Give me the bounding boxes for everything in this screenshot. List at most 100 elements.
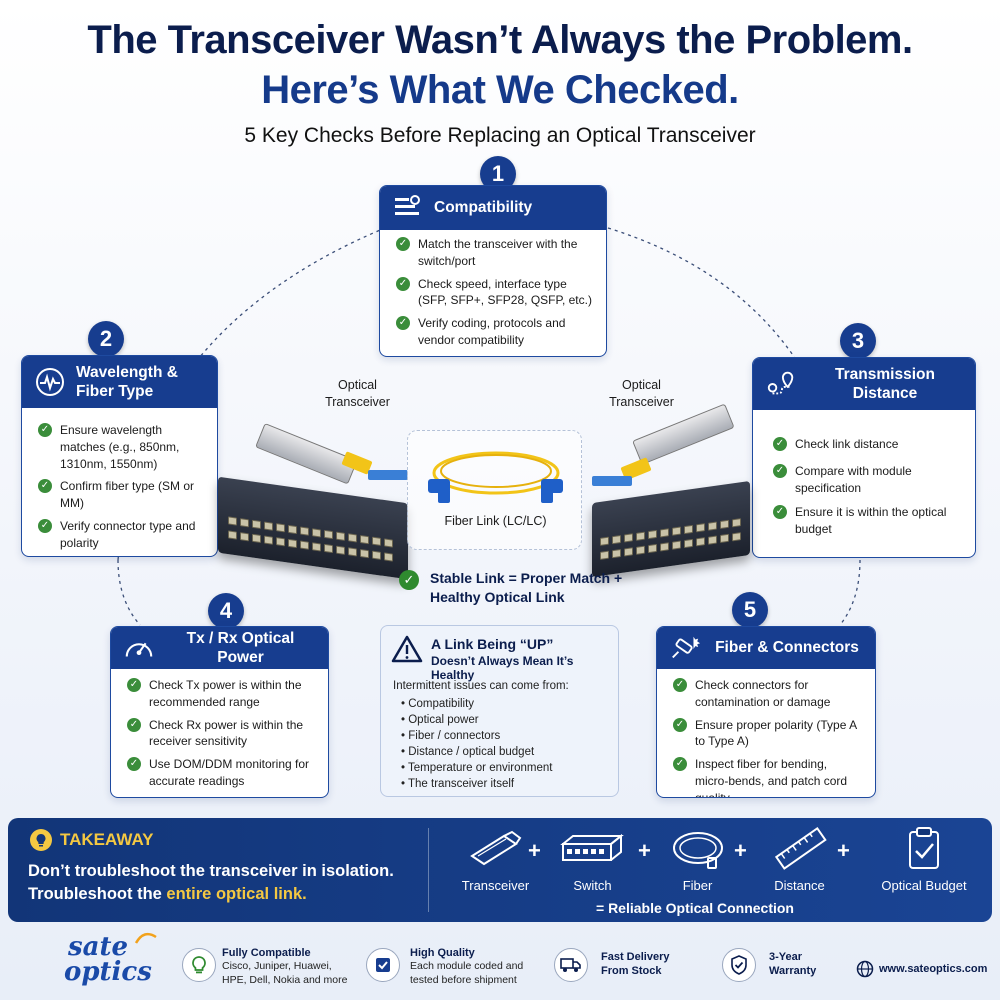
check-number-badge: 4 [208, 593, 244, 629]
card-title: Wavelength & Fiber Type [76, 363, 178, 400]
stable-link-text: Stable Link = Proper Match + Healthy Opt… [430, 570, 623, 605]
fiber-link-label: Fiber Link (LC/LC) [444, 514, 547, 528]
flow-step: Distance [752, 826, 847, 894]
warning-subtitle: Doesn’t Always Mean It’s Healthy [431, 654, 574, 682]
check-card-distance: Transmission Distance ✓Check link distan… [752, 357, 976, 558]
card-header: Transmission Distance [753, 358, 975, 410]
card-title: Fiber & Connectors [715, 639, 859, 657]
clipboard-check-icon [909, 827, 939, 869]
checkmark-icon: ✓ [773, 505, 787, 520]
list-item: • The transceiver itself [401, 778, 515, 791]
card-header: Wavelength & Fiber Type [22, 356, 217, 408]
transceiver-icon [470, 830, 522, 866]
switch-icon [560, 833, 624, 861]
list-item: • Distance / optical budget [401, 746, 535, 759]
right-switch-illustration [592, 403, 752, 578]
feature-delivery: Fast Delivery From Stock [601, 951, 670, 978]
plus-sign: + [528, 838, 541, 863]
list-item: • Optical power [401, 714, 479, 727]
list-item: • Fiber / connectors [401, 730, 501, 743]
truck-icon [554, 948, 588, 982]
card-header: Fiber & Connectors [657, 627, 875, 669]
check-item: ✓Verify connector type and polarity [38, 518, 203, 552]
check-item: ✓Confirm fiber type (SM or MM) [38, 478, 203, 512]
checkmark-icon: ✓ [38, 479, 52, 494]
check-item: ✓Match the transceiver with the switch/p… [396, 236, 592, 270]
waveform-icon [34, 366, 66, 398]
card-title: Compatibility [434, 199, 533, 217]
card-title: Transmission Distance [835, 365, 935, 402]
check-card-fiber-connectors: Fiber & Connectors ✓Check connectors for… [656, 626, 876, 798]
lightbulb-icon [182, 948, 216, 982]
card-header: Compatibility [380, 186, 606, 230]
shield-check-icon [722, 948, 756, 982]
route-pin-icon [765, 368, 797, 400]
card-title: Tx / Rx Optical Power [186, 629, 295, 666]
check-item: ✓Ensure it is within the optical budget [773, 504, 961, 538]
page-title: The Transceiver Wasn’t Always the Proble… [87, 18, 913, 62]
check-card-optical-power: Tx / Rx Optical Power ✓Check Tx power is… [110, 626, 329, 798]
check-circle-icon: ✓ [399, 570, 419, 590]
check-card-compatibility: Compatibility ✓Match the transceiver wit… [379, 185, 607, 357]
website-link[interactable]: www.sateoptics.com [879, 963, 988, 975]
port-indicator [592, 476, 632, 486]
ruler-icon [774, 826, 827, 870]
card-header: Tx / Rx Optical Power [111, 627, 328, 669]
takeaway-divider [428, 828, 429, 912]
sfp-module [255, 422, 358, 485]
flow-step: Transceiver [448, 826, 543, 894]
takeaway-label: TAKEAWAY [60, 830, 154, 849]
checkmark-icon: ✓ [673, 717, 687, 732]
checkmark-icon: ✓ [127, 678, 141, 692]
check-item: ✓Ensure proper polarity (Type A to Type … [673, 717, 861, 751]
fiber-connector-icon [669, 632, 701, 664]
feature-warranty: 3-Year Warranty [769, 951, 817, 978]
checkmark-icon: ✓ [773, 437, 787, 451]
company-logo: sate optics [64, 932, 174, 985]
checkmark-icon: ✓ [396, 316, 410, 331]
check-card-wavelength: Wavelength & Fiber Type ✓Ensure waveleng… [21, 355, 218, 557]
result-text: = Reliable Optical Connection [596, 900, 794, 916]
check-item: ✓Check Tx power is within the recommende… [127, 677, 314, 711]
warning-box: A Link Being “UP” Doesn’t Always Mean It… [380, 625, 619, 797]
list-item: • Temperature or environment [401, 762, 553, 775]
checkmark-icon: ✓ [127, 717, 141, 732]
fiber-link-box: Fiber Link (LC/LC) [407, 430, 582, 550]
lightbulb-icon [30, 829, 52, 851]
fiber-icon [673, 832, 723, 869]
check-number-badge: 2 [88, 321, 124, 357]
check-number-badge: 5 [732, 592, 768, 628]
flow-step: Switch [545, 826, 640, 894]
check-box-icon [366, 948, 400, 982]
warning-intro: Intermittent issues can come from: [393, 680, 569, 692]
check-item: ✓Verify coding, protocols and vendor com… [396, 315, 592, 349]
takeaway-panel: TAKEAWAY Don’t troubleshoot the transcei… [8, 818, 992, 922]
list-item: • Compatibility [401, 698, 475, 710]
fiber-cable-icon [428, 451, 563, 503]
sfp-module [632, 403, 735, 466]
warning-list: • Compatibility • Optical power • Fiber … [401, 696, 552, 793]
settings-list-icon [392, 192, 424, 224]
check-item: ✓Ensure wavelength matches (e.g., 850nm,… [38, 422, 203, 472]
port-indicator [368, 470, 408, 480]
checkmark-icon: ✓ [38, 423, 52, 437]
feature-quality: High Quality Each module coded and teste… [410, 947, 524, 986]
plus-sign: + [638, 838, 651, 863]
left-transceiver-label: Optical Transceiver [325, 378, 390, 409]
check-item: ✓Check Rx power is within the receiver s… [127, 717, 314, 751]
checkmark-icon: ✓ [673, 757, 687, 772]
warning-title: A Link Being “UP” [431, 636, 554, 652]
right-transceiver-label: Optical Transceiver [609, 378, 674, 409]
check-number-badge: 3 [840, 323, 876, 359]
gauge-icon [123, 632, 155, 664]
checkmark-icon: ✓ [773, 463, 787, 478]
plus-sign: + [837, 838, 850, 863]
flow-step: Fiber [650, 826, 745, 894]
checkmark-icon: ✓ [127, 757, 141, 772]
check-item: ✓Use DOM/DDM monitoring for accurate rea… [127, 756, 314, 790]
check-item: ✓Compare with module specification [773, 463, 961, 497]
check-item: ✓Check link distance [773, 436, 961, 453]
checkmark-icon: ✓ [673, 678, 687, 692]
check-item: ✓Check speed, interface type (SFP, SFP+,… [396, 276, 592, 310]
feature-compatibility: Fully Compatible Cisco, Juniper, Huawei,… [222, 947, 348, 986]
